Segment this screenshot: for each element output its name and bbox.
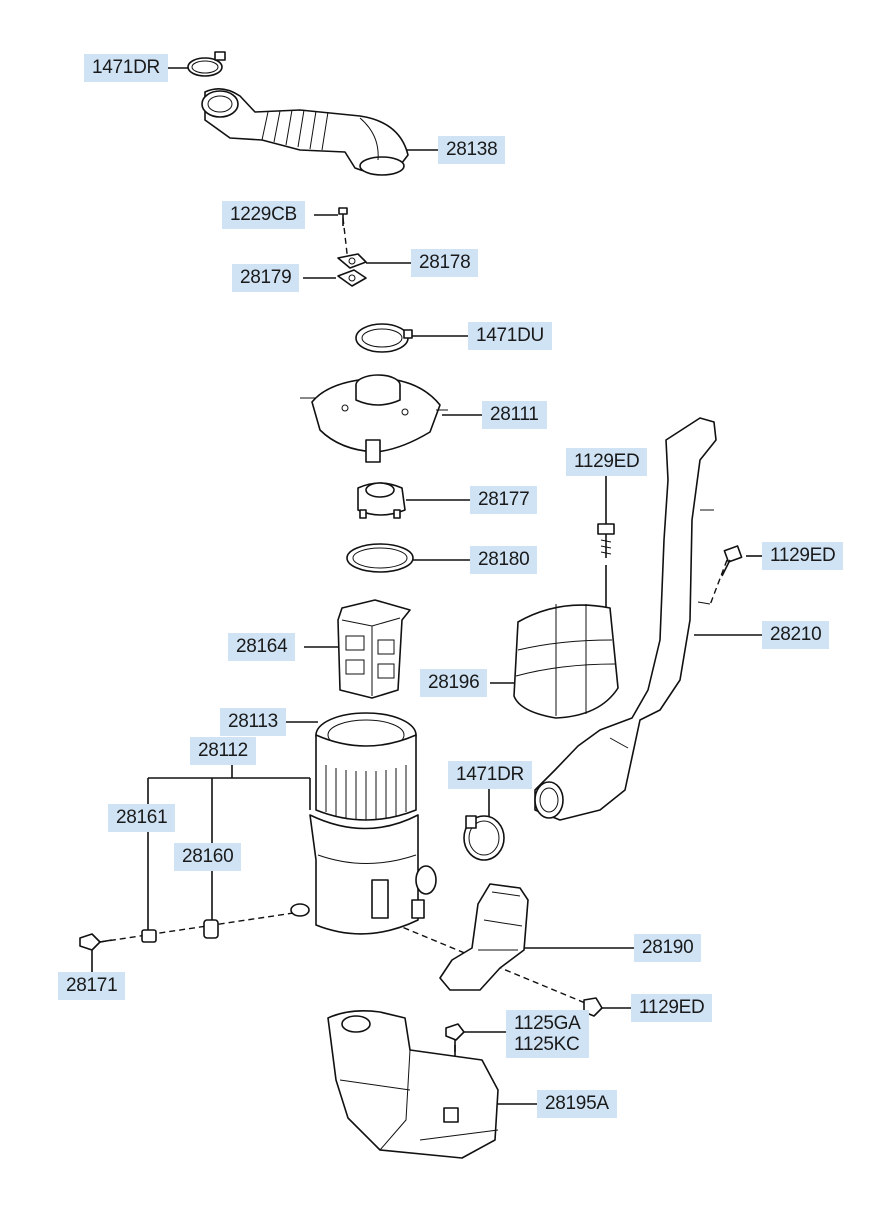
box-28196 xyxy=(513,604,619,719)
bolt-1129ED-top xyxy=(597,523,615,558)
inlet-28177 xyxy=(357,482,406,519)
label-28180: 28180 xyxy=(470,546,538,574)
label-1471DR-top: 1471DR xyxy=(84,54,168,82)
bolt-1125GA-1125KC xyxy=(445,1023,465,1052)
label-28196: 28196 xyxy=(420,669,488,697)
label-28111: 28111 xyxy=(482,401,547,429)
bracket-28178 xyxy=(337,253,367,269)
label-1229CB: 1229CB xyxy=(222,201,305,229)
duct-28210 xyxy=(534,417,717,821)
collar-28161 xyxy=(141,929,157,943)
label-28210: 28210 xyxy=(762,621,830,649)
label-28177: 28177 xyxy=(470,486,538,514)
label-1471DR-mid: 1471DR xyxy=(448,761,532,789)
label-28138: 28138 xyxy=(438,136,506,164)
bolt-28171 xyxy=(79,933,113,951)
label-1129ED-right: 1129ED xyxy=(762,542,844,570)
duct-28190 xyxy=(439,883,529,991)
label-28178: 28178 xyxy=(411,249,479,277)
label-28179: 28179 xyxy=(232,264,300,292)
cover-28111 xyxy=(300,374,448,463)
hose-28138 xyxy=(201,88,409,176)
bushing-28160 xyxy=(203,919,219,939)
filter-28113 xyxy=(315,712,417,821)
label-28160: 28160 xyxy=(174,843,242,871)
label-1125GA-1125KC: 1125GA 1125KC xyxy=(506,1010,589,1058)
label-1125KC: 1125KC xyxy=(514,1034,580,1055)
label-1471DU: 1471DU xyxy=(468,322,552,350)
label-1125GA: 1125GA xyxy=(514,1013,581,1034)
label-28171: 28171 xyxy=(58,972,126,1000)
label-28190: 28190 xyxy=(634,934,702,962)
label-28112: 28112 xyxy=(190,737,256,765)
gasket-28179 xyxy=(337,269,367,287)
label-28161: 28161 xyxy=(108,804,176,832)
label-28195A: 28195A xyxy=(537,1090,617,1118)
clamp-1471DR-mid xyxy=(463,815,505,861)
resonator-28195A xyxy=(327,1010,499,1159)
housing-28112 xyxy=(290,814,437,935)
screw-1229CB xyxy=(338,207,348,226)
label-1129ED-top: 1129ED xyxy=(566,448,648,476)
label-28113: 28113 xyxy=(220,708,286,736)
clamp-1471DR-top xyxy=(187,51,226,77)
label-28164: 28164 xyxy=(228,633,296,661)
gasket-28180 xyxy=(346,543,414,573)
element-28164 xyxy=(337,599,411,699)
bolt-1129ED-right xyxy=(721,545,743,577)
band-1471DU xyxy=(355,323,413,353)
label-1129ED-bottom: 1129ED xyxy=(631,994,713,1022)
